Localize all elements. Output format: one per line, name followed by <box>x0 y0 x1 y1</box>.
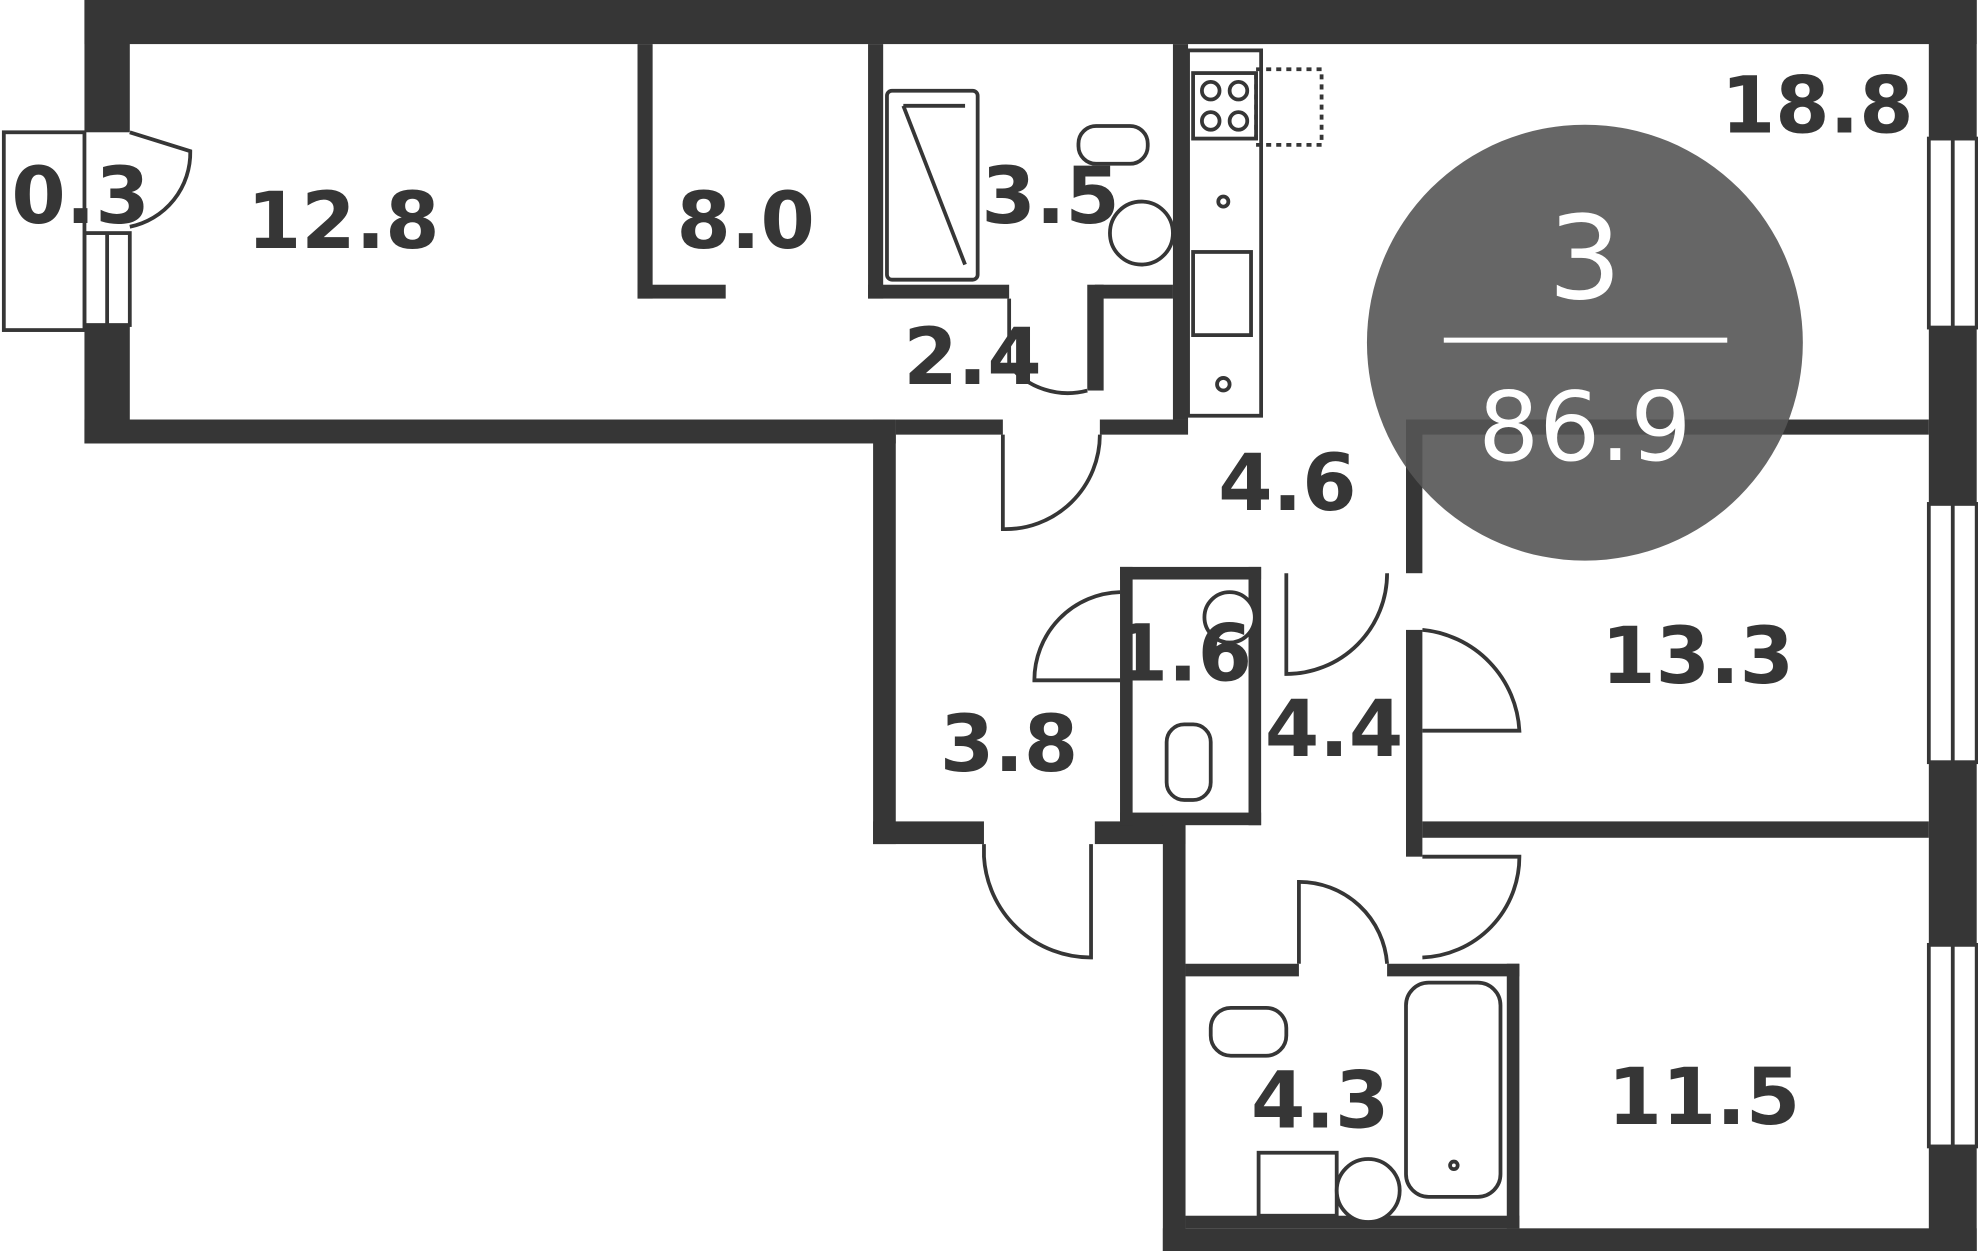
area-balcony: 0.3 <box>11 152 149 242</box>
area-bathroom-1: 3.5 <box>981 152 1119 242</box>
area-hall: 4.6 <box>1218 439 1356 529</box>
sink <box>1108 199 1175 267</box>
balcony-outline <box>1 130 87 332</box>
area-bedroom-2: 11.5 <box>1608 1053 1801 1143</box>
kitchen-sink <box>1191 250 1253 338</box>
area-bathroom-2: 4.3 <box>1251 1057 1389 1147</box>
total-area: 86.9 <box>1478 371 1691 483</box>
windows <box>82 136 1978 1149</box>
wc-toilet <box>1164 722 1213 802</box>
area-entrance: 3.8 <box>940 700 1078 790</box>
washing-machine <box>1256 1150 1339 1218</box>
fixtures <box>885 48 1503 1224</box>
wc-sink <box>1202 590 1257 645</box>
toilet <box>1076 124 1150 166</box>
area-bedroom-small: 8.0 <box>677 177 815 267</box>
room-count: 3 <box>1548 192 1622 327</box>
area-corridor-1: 2.4 <box>903 313 1041 403</box>
area-living-room: 12.8 <box>247 177 440 267</box>
summary-badge: 3 86.9 <box>1366 124 1803 561</box>
badge-divider <box>1443 337 1728 343</box>
doors[interactable] <box>129 130 1522 964</box>
room-labels: 0.3 12.8 8.0 3.5 2.4 18.8 4.6 1.6 3.8 4.… <box>11 61 1913 1146</box>
stove <box>1191 71 1258 141</box>
area-kitchen: 18.8 <box>1721 61 1914 151</box>
area-corridor-2: 4.4 <box>1265 685 1403 775</box>
bath-sink <box>1334 1157 1402 1224</box>
area-bedroom-1: 13.3 <box>1601 612 1794 702</box>
bathtub <box>1404 980 1503 1199</box>
area-wc: 1.6 <box>1114 609 1252 699</box>
bath-toilet <box>1208 1005 1289 1058</box>
